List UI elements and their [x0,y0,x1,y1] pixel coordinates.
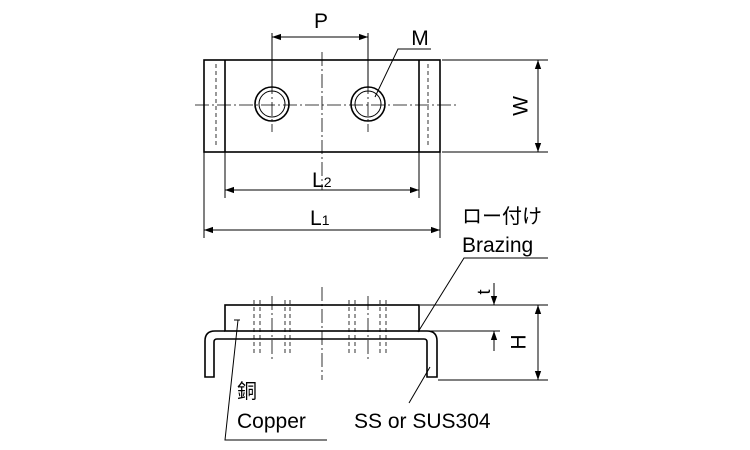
height-label: H [508,334,531,349]
copper-label-en: Copper [237,410,306,433]
pitch-label: P [314,10,328,33]
length2-label: L2 [312,169,332,192]
thread-label: M [411,27,429,50]
brazing-label-jp: ロー付け [462,205,542,228]
clip-material-label: SS or SUS304 [354,410,491,433]
length1-label: L1 [310,207,330,230]
top-view: P M W L2 L1 [195,10,548,238]
stainless-clip [204,330,438,378]
brazing-label-en: Brazing [462,234,533,257]
thickness-label: t [474,289,494,294]
copper-label-jp: 銅 [237,380,257,403]
front-view: t H ロー付け Brazing 銅 Copper SS or SUS304 [204,205,548,441]
width-label: W [510,96,533,116]
